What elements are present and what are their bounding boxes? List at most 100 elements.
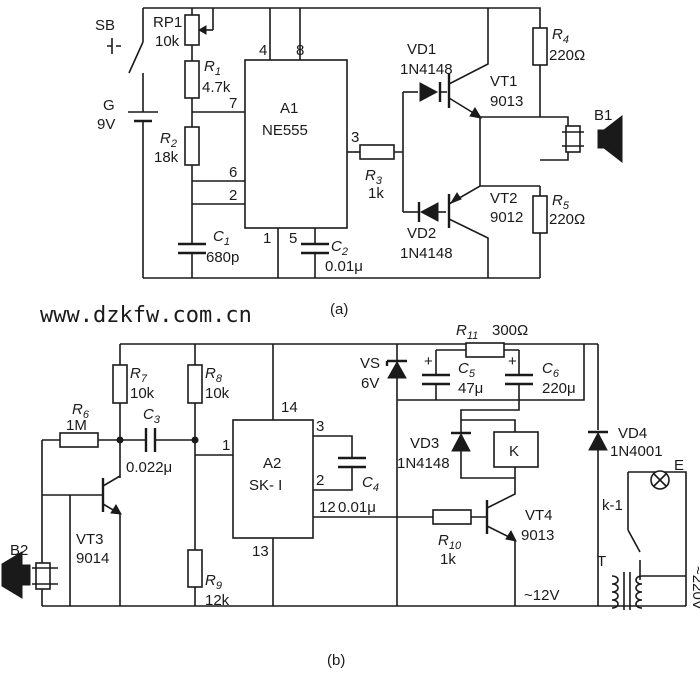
label-mains-220v: ~220V <box>689 566 700 610</box>
diode-vd4 <box>588 344 608 606</box>
caption-a: (a) <box>330 301 348 318</box>
label-ic-a2-part: SK- I <box>249 477 282 494</box>
resistor-r1 <box>184 60 200 127</box>
pin-a1-2: 2 <box>229 187 237 204</box>
transistor-vt4 <box>485 478 517 606</box>
pin-a1-8: 8 <box>296 42 304 59</box>
label-mic-b2: B2 <box>10 542 28 559</box>
label-vd2-part: 1N4148 <box>400 245 453 262</box>
label-vt4: VT4 <box>525 507 553 524</box>
label-relay-k: K <box>509 443 519 460</box>
label-r11-value: 300Ω <box>492 322 528 339</box>
label-r4: R4 <box>552 26 569 46</box>
label-r4-value: 220Ω <box>549 47 585 64</box>
label-r5-value: 220Ω <box>549 211 585 228</box>
pin-a2-3: 3 <box>316 418 324 435</box>
resistor-r3 <box>359 144 395 160</box>
label-c4-value: 0.01μ <box>338 499 376 516</box>
label-transformer-t: T <box>597 553 606 570</box>
label-c6: C6 <box>542 360 560 380</box>
capacitor-c3 <box>120 428 195 452</box>
label-vd2: VD2 <box>407 225 436 242</box>
capacitor-c4 <box>313 435 366 491</box>
label-c5-value: 47μ <box>458 380 483 397</box>
diode-vd3 <box>451 420 515 479</box>
label-c1-value: 680p <box>206 249 239 266</box>
label-r9-value: 12k <box>205 592 230 609</box>
speaker-b2-icon <box>1 494 71 606</box>
pin-a2-13: 13 <box>252 543 269 560</box>
label-r1-value: 4.7k <box>202 79 231 96</box>
label-r9: R9 <box>205 572 222 592</box>
label-vt1: VT1 <box>490 73 518 90</box>
pin-a1-7: 7 <box>229 95 237 112</box>
ic-a2-sk1 <box>232 419 314 539</box>
resistor-r6 <box>41 432 120 606</box>
resistor-r8 <box>187 344 203 578</box>
battery-g <box>128 111 158 278</box>
capacitor-c6 <box>505 350 533 400</box>
label-r3-value: 1k <box>368 185 384 202</box>
label-r1: R1 <box>204 58 221 78</box>
label-r8: R8 <box>205 365 223 385</box>
label-r6-value: 1M <box>66 417 87 434</box>
pin-a1-4: 4 <box>259 42 267 59</box>
label-c2: C2 <box>331 238 348 258</box>
label-vt1-part: 9013 <box>490 93 523 110</box>
power-switch-sb <box>107 8 144 112</box>
capacitor-c1 <box>178 242 206 278</box>
label-r10: R10 <box>438 532 462 552</box>
label-battery-value: 9V <box>97 116 115 133</box>
label-c1: C1 <box>213 228 230 248</box>
label-vt3: VT3 <box>76 531 104 548</box>
transformer-t <box>611 572 686 610</box>
wire-driver-split <box>394 92 404 212</box>
label-speaker-b1: B1 <box>594 107 612 124</box>
pin-a2-14: 14 <box>281 399 298 416</box>
resistor-r2 <box>184 126 200 244</box>
label-r2: R2 <box>160 130 177 150</box>
capacitor-c5 <box>422 350 450 400</box>
label-vt2-part: 9012 <box>490 209 523 226</box>
speaker-b1-icon <box>540 114 623 164</box>
label-r7: R7 <box>130 365 148 385</box>
resistor-r10 <box>313 509 487 525</box>
pin-a2-1: 1 <box>222 437 230 454</box>
label-c5: C5 <box>458 360 476 380</box>
pin-a1-1: 1 <box>263 230 271 247</box>
label-r3: R3 <box>365 167 383 187</box>
label-vd3: VD3 <box>410 435 439 452</box>
label-vd3-part: 1N4148 <box>397 455 450 472</box>
label-vd4: VD4 <box>618 425 647 442</box>
label-vt2: VT2 <box>490 190 518 207</box>
wire-relay-supply <box>460 400 520 420</box>
c6-plus: + <box>508 353 517 370</box>
diode-vd2 <box>403 202 446 222</box>
wire-filter-bus <box>397 344 585 401</box>
pin-a2-12: 12 <box>319 499 336 516</box>
relay-contact-k1 <box>627 471 687 606</box>
label-vt3-part: 9014 <box>76 550 109 567</box>
circuit-b: R7 10k R8 10k R6 1M C3 0.022μ VT3 9014 B… <box>1 322 700 669</box>
caption-b: (b) <box>327 652 345 669</box>
label-k1: k-1 <box>602 497 623 514</box>
resistor-r9 <box>187 549 203 606</box>
ic-a1-ne555 <box>244 59 348 229</box>
resistor-r11 <box>436 342 519 358</box>
label-c2-value: 0.01μ <box>325 258 363 275</box>
watermark-text: www.dzkfw.com.cn <box>40 303 252 328</box>
label-vs: VS <box>360 355 380 372</box>
transistor-vt3 <box>70 440 122 606</box>
label-lamp-e: E <box>674 457 684 474</box>
label-r5: R5 <box>552 192 570 212</box>
resistor-r4 <box>488 7 548 117</box>
label-ic-a1: A1 <box>280 100 298 117</box>
label-c3-value: 0.022μ <box>126 459 172 476</box>
label-battery-g: G <box>103 97 115 114</box>
capacitor-c2 <box>301 228 329 278</box>
label-r2-value: 18k <box>154 149 179 166</box>
label-rp1: RP1 <box>153 14 182 31</box>
pin-a1-5: 5 <box>289 230 297 247</box>
label-vd1: VD1 <box>407 41 436 58</box>
